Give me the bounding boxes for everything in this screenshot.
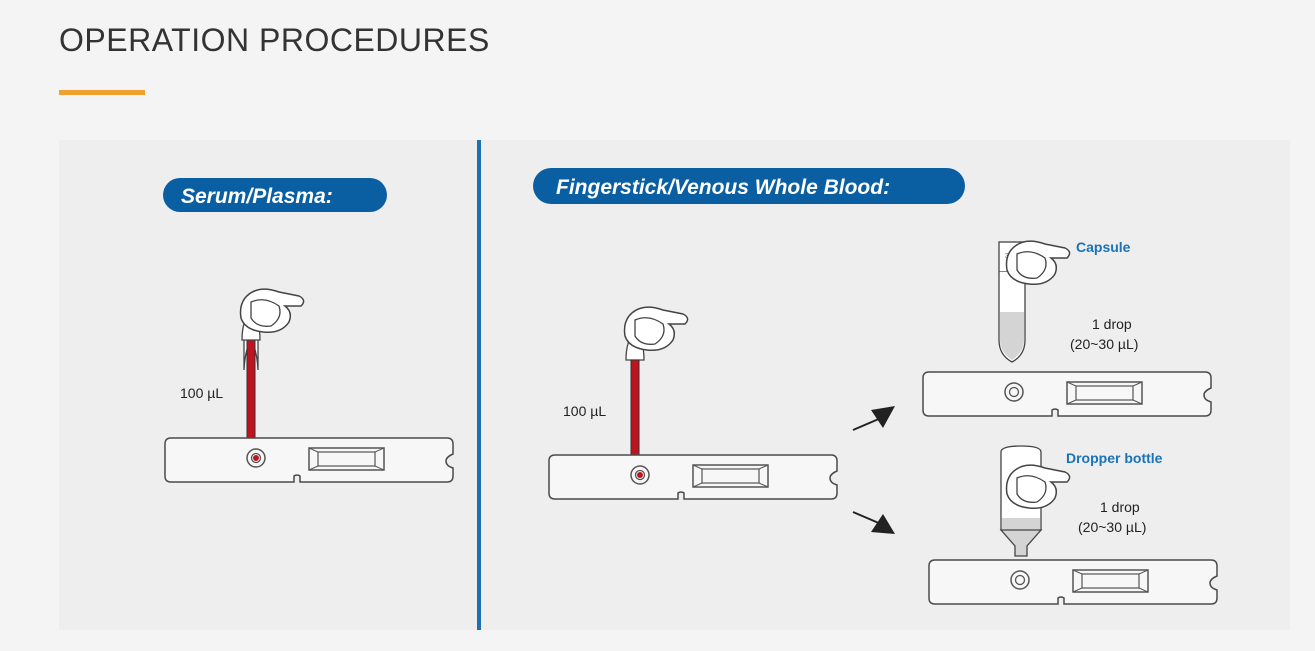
capsule-range-label: (20~30 µL) (1070, 336, 1138, 352)
serum-volume-label: 100 µL (180, 385, 223, 401)
test-cassette-icon (922, 371, 1212, 417)
arrow-icon (852, 511, 895, 534)
test-cassette-icon (928, 559, 1218, 605)
test-cassette-icon (548, 454, 838, 500)
arrow-icon (852, 406, 895, 431)
dropper-label: Dropper bottle (1066, 450, 1163, 466)
hand-icon (1005, 240, 1071, 286)
title-underline (59, 90, 145, 95)
dropper-range-label: (20~30 µL) (1078, 519, 1146, 535)
whole-blood-heading-pill (533, 168, 965, 204)
serum-panel (153, 160, 477, 630)
procedure-diagram: Serum/Plasma: 100 µL Fingerstick/Venous … (59, 140, 1290, 630)
whole-blood-volume-label: 100 µL (563, 403, 606, 419)
capsule-label: Capsule (1076, 239, 1131, 255)
section-divider (477, 140, 481, 630)
capsule-drop-label: 1 drop (1092, 316, 1132, 332)
hand-icon (1005, 464, 1071, 510)
page-title: OPERATION PROCEDURES (59, 22, 490, 58)
test-cassette-icon (164, 437, 454, 483)
hand-icon (623, 306, 689, 352)
dropper-drop-label: 1 drop (1100, 499, 1140, 515)
whole-blood-heading: Fingerstick/Venous Whole Blood: (556, 176, 890, 199)
serum-heading: Serum/Plasma: (181, 185, 333, 208)
serum-heading-pill (163, 178, 387, 212)
